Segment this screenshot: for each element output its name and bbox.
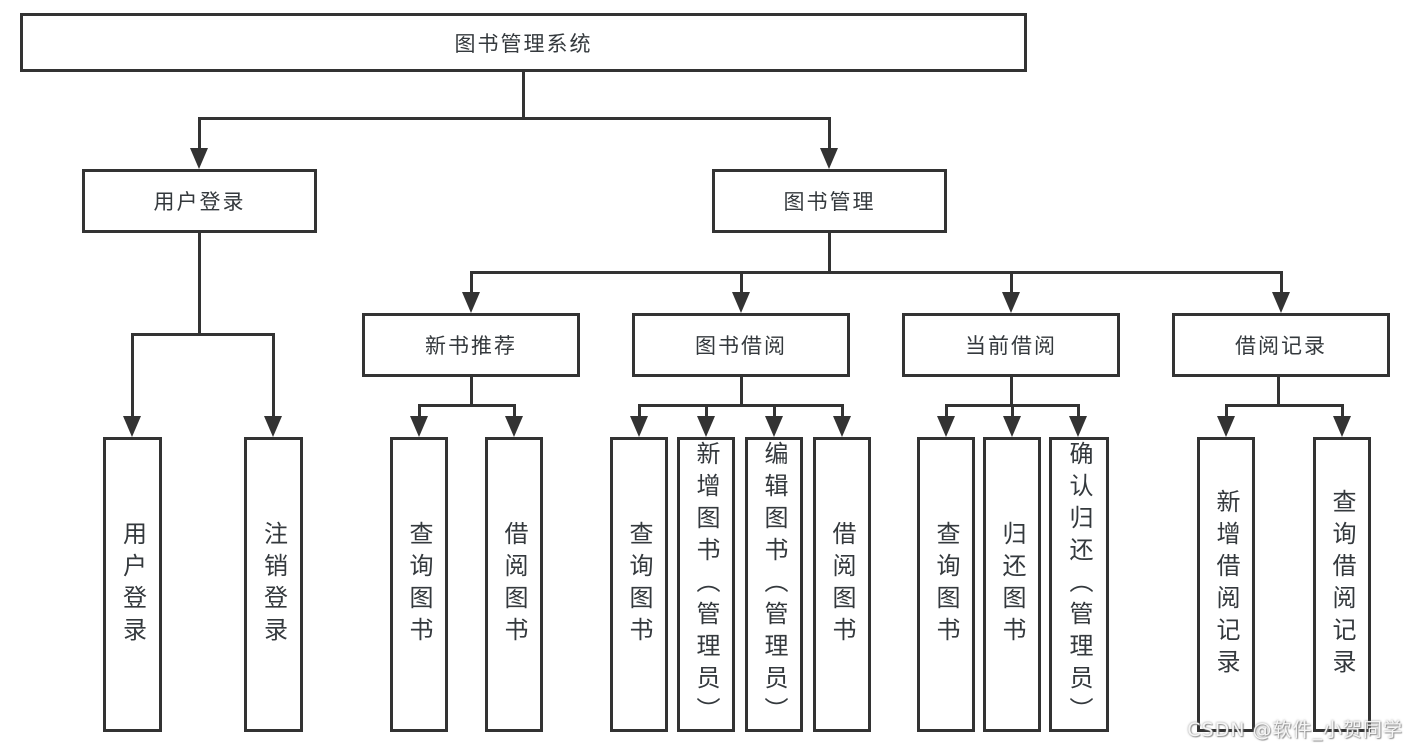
connector-line [1225,404,1228,419]
leaf-add-books-admin: 新增图书（管理员） [677,437,735,732]
leaf-borrow-books-recommend: 借阅图书 [485,437,543,732]
arrow-down-icon [630,416,648,437]
connector-line [740,377,743,407]
connector-line [828,117,831,150]
arrow-down-icon [765,416,783,437]
node-borrowing-records: 借阅记录 [1172,313,1390,377]
connector-line [740,271,743,297]
arrow-down-icon [190,148,208,169]
connector-line [418,404,516,407]
node-book-management: 图书管理 [712,169,947,233]
node-new-book-recommend: 新书推荐 [362,313,580,377]
arrow-down-icon [833,416,851,437]
leaf-query-borrow-record: 查询借阅记录 [1313,437,1371,732]
connector-line [272,333,275,418]
connector-line [522,72,525,119]
connector-line [198,117,201,150]
leaf-user-login: 用户登录 [103,437,162,732]
connector-line [1225,404,1344,407]
arrow-down-icon [937,416,955,437]
leaf-return-books: 归还图书 [983,437,1041,732]
connector-line [131,333,275,336]
connector-line [828,233,831,273]
connector-line [1341,404,1344,419]
connector-line [638,404,641,419]
connector-line [1011,404,1014,419]
connector-line [1010,377,1013,407]
connector-line [198,117,831,120]
connector-line [773,404,776,419]
arrow-down-icon [1217,416,1235,437]
leaf-add-borrow-record: 新增借阅记录 [1197,437,1255,732]
csdn-watermark: CSDN @软件_小贺同学 [1187,719,1403,741]
arrow-down-icon [1003,416,1021,437]
leaf-query-books-current: 查询图书 [917,437,975,732]
connector-line [705,404,708,419]
connector-line [418,404,421,419]
leaf-edit-books-admin: 编辑图书（管理员） [745,437,803,732]
node-library-system: 图书管理系统 [20,13,1027,72]
connector-line [470,271,473,297]
connector-line [1077,404,1080,419]
arrow-down-icon [264,416,282,437]
connector-line [1010,271,1013,297]
leaf-confirm-return-admin: 确认归还（管理员） [1049,437,1109,732]
node-user-login-module: 用户登录 [82,169,317,233]
connector-line [945,404,948,419]
leaf-borrow-books: 借阅图书 [813,437,871,732]
arrow-down-icon [410,416,428,437]
arrow-down-icon [462,292,480,313]
arrow-down-icon [1333,416,1351,437]
leaf-query-books-recommend: 查询图书 [390,437,448,732]
connector-line [638,404,844,407]
node-book-borrowing: 图书借阅 [632,313,850,377]
arrow-down-icon [123,416,141,437]
connector-line [841,404,844,419]
connector-line [470,271,1283,274]
arrow-down-icon [732,292,750,313]
connector-line [470,377,473,407]
leaf-query-books-borrow: 查询图书 [610,437,668,732]
arrow-down-icon [1272,292,1290,313]
node-current-borrowing: 当前借阅 [902,313,1120,377]
arrow-down-icon [1069,416,1087,437]
connector-line [131,333,134,418]
arrow-down-icon [697,416,715,437]
arrow-down-icon [505,416,523,437]
connector-line [513,404,516,419]
connector-line [1280,271,1283,297]
leaf-logout: 注销登录 [244,437,303,732]
connector-line [1277,377,1280,407]
arrow-down-icon [1002,292,1020,313]
arrow-down-icon [820,148,838,169]
connector-line [198,233,201,335]
